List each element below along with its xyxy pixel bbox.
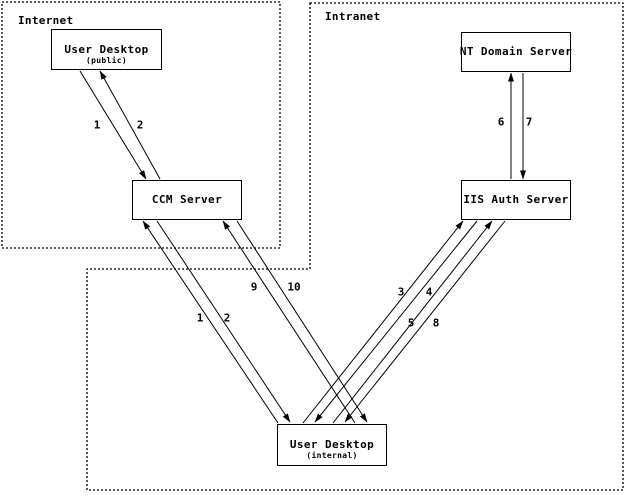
- node-title: IIS Auth Server: [463, 193, 569, 206]
- edge-1-internal-desktop-to-ccm: [142, 220, 279, 424]
- node-title: NT Domain Server: [459, 45, 573, 58]
- edge-3-internal-desktop-to-iis: [302, 220, 464, 424]
- edge-2-ccm-to-internal-desktop: [156, 220, 291, 423]
- edge-label-1-public: 1: [93, 118, 101, 132]
- edge-label-10: 10: [287, 280, 301, 294]
- edge-label-6: 6: [497, 115, 505, 129]
- edge-label-5: 5: [407, 316, 415, 330]
- edge-label-3: 3: [397, 285, 405, 299]
- node-subtitle: (public): [86, 55, 127, 65]
- node-subtitle: (internal): [306, 451, 358, 460]
- node-ccm-server: CCM Server: [132, 180, 242, 220]
- internet-zone-border: [1, 1, 281, 249]
- edge-label-1-internal: 1: [196, 311, 204, 325]
- node-user-desktop-internal: User Desktop (internal): [277, 424, 387, 466]
- edge-9-internal-desktop-to-ccm: [222, 220, 356, 424]
- edge-10-ccm-to-internal-desktop: [236, 220, 368, 423]
- edge-label-8: 8: [432, 316, 440, 330]
- node-title: CCM Server: [151, 193, 223, 206]
- edge-label-9: 9: [250, 280, 258, 294]
- edge-8-iis-to-internal-desktop: [344, 220, 506, 423]
- node-user-desktop-public: User Desktop (public): [51, 29, 162, 70]
- internet-zone-label: Internet: [18, 14, 74, 27]
- node-iis-auth-server: IIS Auth Server: [461, 180, 571, 220]
- edge-label-4: 4: [425, 285, 433, 299]
- node-title: User Desktop: [289, 438, 375, 451]
- edge-5-internal-desktop-to-iis: [332, 220, 493, 424]
- intranet-zone-border: [86, 2, 624, 491]
- node-nt-domain-server: NT Domain Server: [459, 32, 573, 72]
- edge-label-2-public: 2: [136, 118, 144, 132]
- edge-label-7: 7: [525, 115, 533, 129]
- node-title: User Desktop: [64, 42, 149, 56]
- intranet-zone-label: Intranet: [325, 10, 381, 23]
- edge-label-2-internal: 2: [223, 311, 231, 325]
- edge-1-public-desktop-to-ccm: [79, 70, 147, 180]
- edge-4-iis-to-internal-desktop: [314, 220, 478, 423]
- edge-2-ccm-to-public-desktop: [99, 70, 161, 180]
